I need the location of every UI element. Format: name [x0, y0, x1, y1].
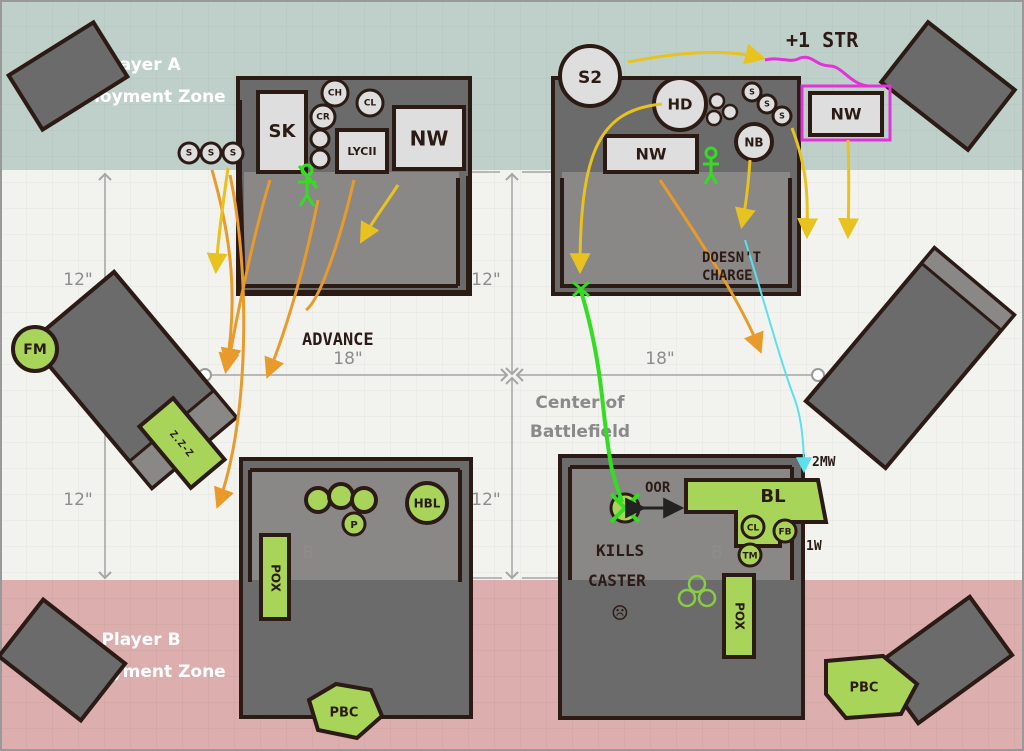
svg-text:FB: FB: [778, 528, 791, 538]
svg-text:NW: NW: [830, 105, 861, 124]
annotation-plus-str: +1 STR: [786, 28, 859, 52]
svg-text:HBL: HBL: [414, 497, 441, 511]
magenta-line: [764, 55, 869, 88]
svg-text:TM: TM: [742, 552, 757, 562]
unit-dead-caster-tokens: [677, 574, 717, 608]
annotation-caster: CASTER: [588, 571, 646, 590]
annotation-doesnt-charge: DOESN'T: [702, 250, 761, 266]
orange-movement-arrows: [210, 169, 764, 509]
unit-killed-caster: [609, 492, 641, 524]
marker-b-left: B: [302, 543, 314, 563]
svg-text:BL: BL: [760, 486, 785, 507]
unit-cl[interactable]: CL: [355, 88, 385, 118]
player-b-zone-label: Player B: [101, 630, 180, 650]
svg-text:LYCII: LYCII: [347, 145, 376, 158]
yellow-movement-arrows: [206, 43, 859, 275]
unit-nw-left[interactable]: NW: [392, 105, 466, 171]
measure-12-left-bottom: 12": [63, 490, 92, 510]
caster-figure-a: [297, 163, 319, 207]
unit-cavalry-tokens: [309, 128, 331, 170]
unit-nw-center[interactable]: NW: [603, 134, 699, 174]
svg-text:CR: CR: [316, 113, 330, 123]
unit-s-group-left[interactable]: S S S: [177, 141, 245, 165]
unit-fb[interactable]: FB: [772, 518, 798, 544]
measure-12-center-bottom: 12": [471, 490, 500, 510]
terrain-corner-bottom-left: [0, 596, 128, 724]
measure-12-center-top: 12": [471, 270, 500, 290]
measure-12-left-top: 12": [63, 270, 92, 290]
unit-hbl[interactable]: HBL: [405, 481, 449, 525]
wall-piece: Z.Z-Z: [136, 395, 228, 491]
marker-b-right: B: [711, 543, 723, 563]
center-sublabel: Battlefield: [530, 422, 630, 442]
annotation-1w: 1W: [806, 539, 822, 554]
unit-pbc-right[interactable]: PBC: [824, 653, 920, 721]
svg-text:S: S: [230, 149, 236, 159]
cyan-arrow: [744, 239, 812, 474]
unit-pbc-left[interactable]: PBC: [306, 681, 385, 741]
svg-text:P: P: [350, 520, 357, 531]
svg-text:S: S: [779, 112, 785, 121]
svg-text:S: S: [749, 88, 755, 97]
svg-text:CL: CL: [747, 524, 760, 534]
annotation-kills: KILLS: [596, 541, 644, 560]
unit-pox-left[interactable]: POX: [259, 533, 291, 621]
svg-text:CH: CH: [328, 89, 342, 99]
unit-cr[interactable]: CR: [309, 103, 337, 131]
annotation-oor: OOR: [645, 480, 671, 496]
svg-text:S2: S2: [578, 68, 602, 88]
caster-figure-b: [703, 146, 719, 185]
green-start-x: [572, 280, 590, 298]
svg-text:PBC: PBC: [330, 706, 359, 721]
annotation-sad-face: ☹: [612, 599, 628, 629]
svg-text:POX: POX: [269, 564, 283, 593]
unit-nb[interactable]: NB: [734, 122, 774, 162]
terrain-corner-top-right: [878, 19, 1018, 153]
svg-text:PBC: PBC: [850, 681, 879, 696]
unit-fm[interactable]: FM: [11, 325, 59, 373]
unit-lycii[interactable]: LYCII: [335, 128, 389, 174]
unit-s-group-right[interactable]: S S S: [741, 81, 793, 127]
terrain-corner-top-left: [5, 19, 131, 133]
terrain-building-right: [803, 245, 1017, 471]
unit-pox-right[interactable]: POX: [722, 573, 756, 659]
unit-nw-right[interactable]: NW: [800, 84, 892, 142]
unit-hd-tokens: [705, 92, 739, 127]
svg-text:SK: SK: [269, 121, 297, 142]
svg-text:NW: NW: [635, 145, 666, 164]
unit-cl-b[interactable]: CL: [740, 514, 766, 540]
svg-text:S: S: [186, 149, 192, 159]
unit-ch[interactable]: CH: [320, 78, 350, 108]
unit-bl[interactable]: BL: [684, 478, 829, 548]
unit-infantry-block[interactable]: [304, 482, 378, 514]
measure-18-right: 18": [645, 349, 674, 369]
measure-18-left: 18": [333, 349, 362, 369]
annotation-advance: ADVANCE: [302, 330, 374, 350]
svg-text:S: S: [208, 149, 214, 159]
svg-text:NB: NB: [744, 136, 763, 150]
unit-s2[interactable]: S2: [558, 44, 622, 108]
green-assassination-path: [578, 287, 624, 503]
annotation-doesnt-charge-2: CHARGE: [702, 268, 753, 284]
annotation-2mw: 2MW: [812, 455, 836, 470]
center-label: Center of: [535, 393, 625, 413]
unit-sk[interactable]: SK: [256, 90, 308, 174]
svg-text:NW: NW: [410, 127, 449, 151]
unit-p[interactable]: P: [341, 511, 367, 537]
svg-text:POX: POX: [733, 602, 747, 631]
svg-text:HD: HD: [667, 96, 692, 114]
svg-text:FM: FM: [23, 342, 47, 358]
unit-tm[interactable]: TM: [737, 542, 763, 568]
svg-text:CL: CL: [364, 99, 377, 109]
svg-text:S: S: [764, 100, 770, 109]
